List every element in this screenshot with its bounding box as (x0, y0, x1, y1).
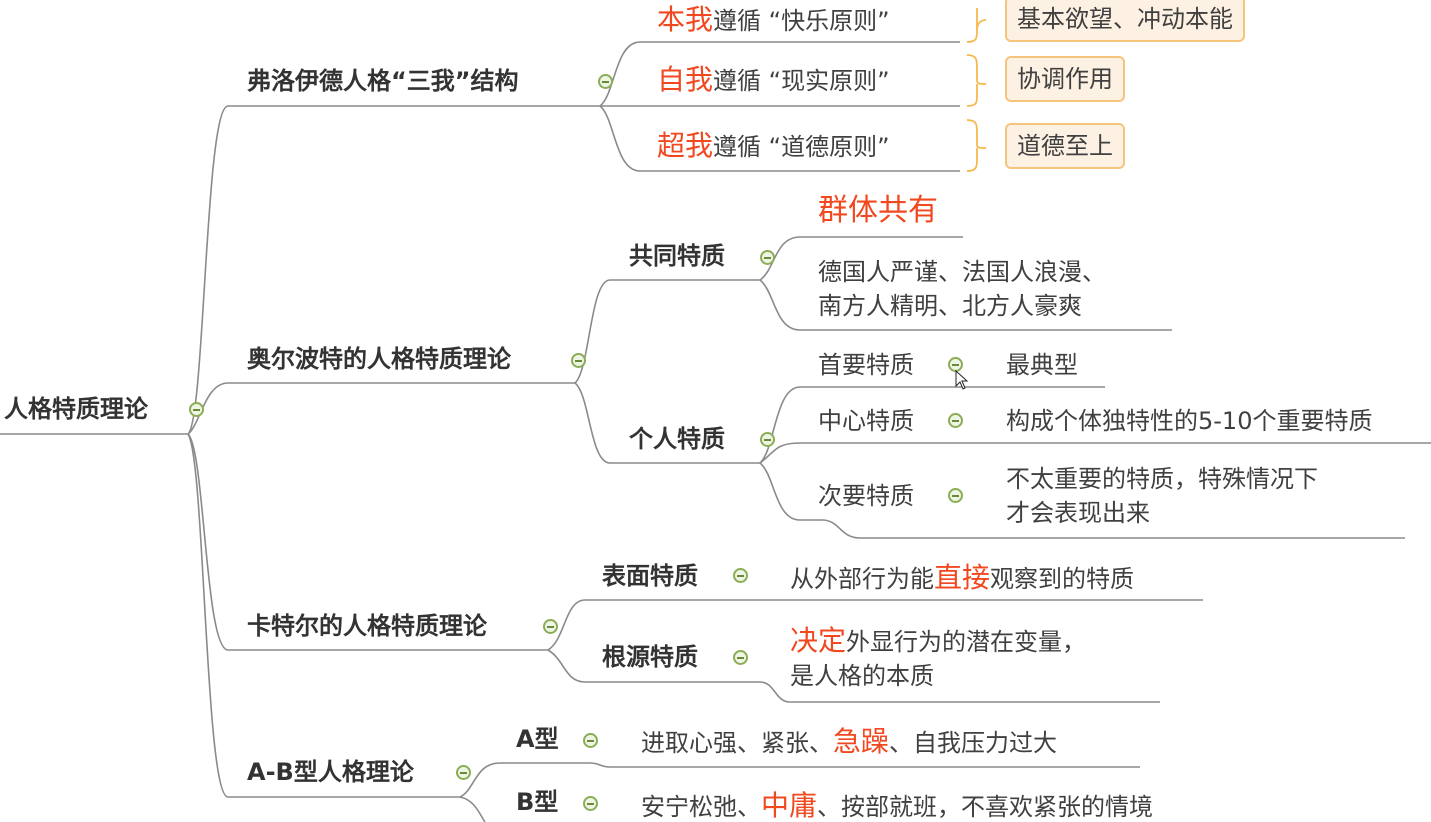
freud-superego-node[interactable]: 超我遵循 “道德原则” (657, 132, 890, 160)
branch-allport[interactable]: 奥尔波特的人格特质理论 (247, 345, 511, 373)
surface-desc-highlight: 直接 (934, 561, 991, 594)
source-desc-line2: 是人格的本质 (790, 662, 934, 690)
type-a-desc-pre: 进取心强、紧张、 (641, 729, 833, 757)
secondary-trait-desc-line2: 才会表现出来 (1006, 499, 1150, 527)
freud-ego-term: 自我 (657, 63, 714, 96)
type-b-desc-highlight: 中庸 (761, 789, 818, 822)
type-a-desc-post: 、自我压力过大 (889, 729, 1058, 757)
collapse-icon[interactable] (760, 250, 775, 265)
allport-common-trait[interactable]: 共同特质 (629, 242, 725, 270)
collapse-icon[interactable] (733, 568, 748, 583)
type-a[interactable]: A型 (516, 725, 559, 753)
secondary-trait-desc-line1: 不太重要的特质，特殊情况下 (1006, 465, 1318, 493)
collapse-icon[interactable] (733, 650, 748, 665)
type-b-desc[interactable]: 安宁松弛、中庸、按部就班，不喜欢紧张的情境 (641, 792, 1153, 820)
freud-id-principle: 遵循 “快乐原则” (713, 7, 890, 35)
common-trait-example-line2: 南方人精明、北方人豪爽 (818, 292, 1082, 320)
root-node[interactable]: 人格特质理论 (4, 395, 148, 423)
collapse-icon[interactable] (189, 402, 204, 417)
freud-ego-note: 协调作用 (1005, 56, 1125, 102)
freud-id-note: 基本欲望、冲动本能 (1005, 0, 1245, 42)
collapse-icon[interactable] (948, 488, 963, 503)
surface-trait-desc[interactable]: 从外部行为能直接观察到的特质 (790, 564, 1134, 592)
central-trait-desc[interactable]: 构成个体独特性的5-10个重要特质 (1006, 407, 1373, 435)
source-desc-line1: 外显行为的潜在变量， (846, 628, 1087, 656)
allport-personal-trait[interactable]: 个人特质 (629, 425, 725, 453)
freud-superego-principle: 遵循 “道德原则” (713, 133, 890, 161)
collapse-icon[interactable] (583, 796, 598, 811)
freud-id-node[interactable]: 本我遵循 “快乐原则” (657, 6, 890, 34)
common-trait-highlight[interactable]: 群体共有 (818, 193, 938, 228)
common-trait-example-line1: 德国人严谨、法国人浪漫、 (818, 258, 1106, 286)
type-b-desc-post: 、按部就班，不喜欢紧张的情境 (817, 793, 1154, 821)
freud-superego-note: 道德至上 (1005, 123, 1125, 169)
collapse-icon[interactable] (598, 74, 613, 89)
freud-ego-node[interactable]: 自我遵循 “现实原则” (657, 66, 890, 94)
source-trait[interactable]: 根源特质 (602, 643, 698, 671)
collapse-icon[interactable] (571, 353, 586, 368)
secondary-trait[interactable]: 次要特质 (818, 482, 914, 510)
collapse-icon[interactable] (760, 432, 775, 447)
collapse-icon[interactable] (456, 765, 471, 780)
source-trait-desc[interactable]: 决定外显行为的潜在变量， 是人格的本质 (790, 624, 1086, 693)
type-a-desc[interactable]: 进取心强、紧张、急躁、自我压力过大 (641, 728, 1057, 756)
collapse-icon[interactable] (948, 413, 963, 428)
collapse-icon[interactable] (543, 619, 558, 634)
freud-superego-term: 超我 (657, 129, 714, 162)
branch-cattell[interactable]: 卡特尔的人格特质理论 (247, 612, 487, 640)
cardinal-trait[interactable]: 首要特质 (818, 351, 914, 379)
type-b[interactable]: B型 (516, 788, 559, 816)
freud-id-term: 本我 (657, 3, 714, 36)
cardinal-trait-desc[interactable]: 最典型 (1006, 351, 1078, 379)
mouse-cursor-icon (955, 370, 969, 390)
surface-desc-post: 观察到的特质 (990, 565, 1135, 593)
type-b-desc-pre: 安宁松弛、 (641, 793, 761, 821)
source-desc-highlight: 决定 (790, 624, 847, 657)
surface-trait[interactable]: 表面特质 (602, 562, 698, 590)
collapse-icon[interactable] (583, 733, 598, 748)
common-trait-examples[interactable]: 德国人严谨、法国人浪漫、 南方人精明、北方人豪爽 (818, 255, 1106, 323)
secondary-trait-desc[interactable]: 不太重要的特质，特殊情况下 才会表现出来 (1006, 462, 1318, 530)
surface-desc-pre: 从外部行为能 (790, 565, 934, 593)
branch-freud[interactable]: 弗洛伊德人格“三我”结构 (247, 67, 519, 95)
type-a-desc-highlight: 急躁 (833, 725, 890, 758)
central-trait[interactable]: 中心特质 (818, 407, 914, 435)
branch-ab-type[interactable]: A-B型人格理论 (247, 758, 414, 786)
freud-ego-principle: 遵循 “现实原则” (713, 67, 890, 95)
